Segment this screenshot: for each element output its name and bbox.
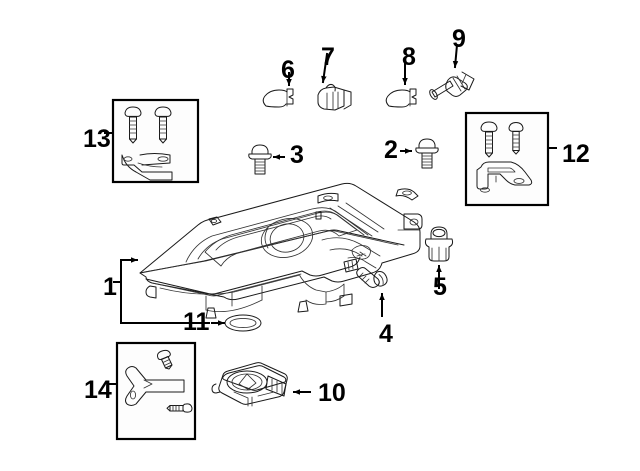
callout-label-5: 5 xyxy=(433,273,447,301)
part-socket-connector-9 xyxy=(429,43,475,100)
part-grommet-5 xyxy=(424,226,454,289)
callout-1-leader xyxy=(113,257,210,324)
callout-label-1: 1 xyxy=(103,273,117,301)
callout-label-8: 8 xyxy=(402,43,416,71)
part-oring-11 xyxy=(211,314,262,332)
part-bolt-4 xyxy=(356,267,388,317)
callout-label-7: 7 xyxy=(321,43,335,71)
callout-label-3: 3 xyxy=(290,141,304,169)
inset-box-14 xyxy=(108,341,197,441)
inset-box-12 xyxy=(464,111,557,207)
screw-icon xyxy=(508,122,524,155)
screw-icon xyxy=(166,403,193,413)
part-control-module-10 xyxy=(211,362,311,407)
callout-label-12: 12 xyxy=(562,140,590,168)
callout-label-10: 10 xyxy=(318,379,346,407)
screw-icon xyxy=(154,106,172,144)
callout-label-11: 11 xyxy=(183,308,210,336)
callout-label-13: 13 xyxy=(83,125,111,153)
part-bulb-cap-8 xyxy=(385,61,417,108)
bracket-icon xyxy=(476,161,533,193)
callout-label-6: 6 xyxy=(281,56,295,84)
callout-label-4: 4 xyxy=(379,320,393,348)
inset-box-13 xyxy=(104,98,200,184)
part-headlamp-assembly-1 xyxy=(139,182,423,319)
callout-label-2: 2 xyxy=(384,136,398,164)
callout-label-14: 14 xyxy=(84,376,112,404)
screw-icon xyxy=(124,106,142,144)
bracket-icon xyxy=(121,153,173,181)
bracket-icon xyxy=(125,366,185,406)
part-bolt-3 xyxy=(248,144,285,175)
part-bulb-socket-7 xyxy=(317,52,352,111)
screw-icon xyxy=(480,121,498,158)
screw-icon xyxy=(157,349,173,370)
part-bolt-2 xyxy=(400,138,439,169)
callout-label-9: 9 xyxy=(452,25,466,53)
part-bulb-cap-6 xyxy=(262,72,294,108)
